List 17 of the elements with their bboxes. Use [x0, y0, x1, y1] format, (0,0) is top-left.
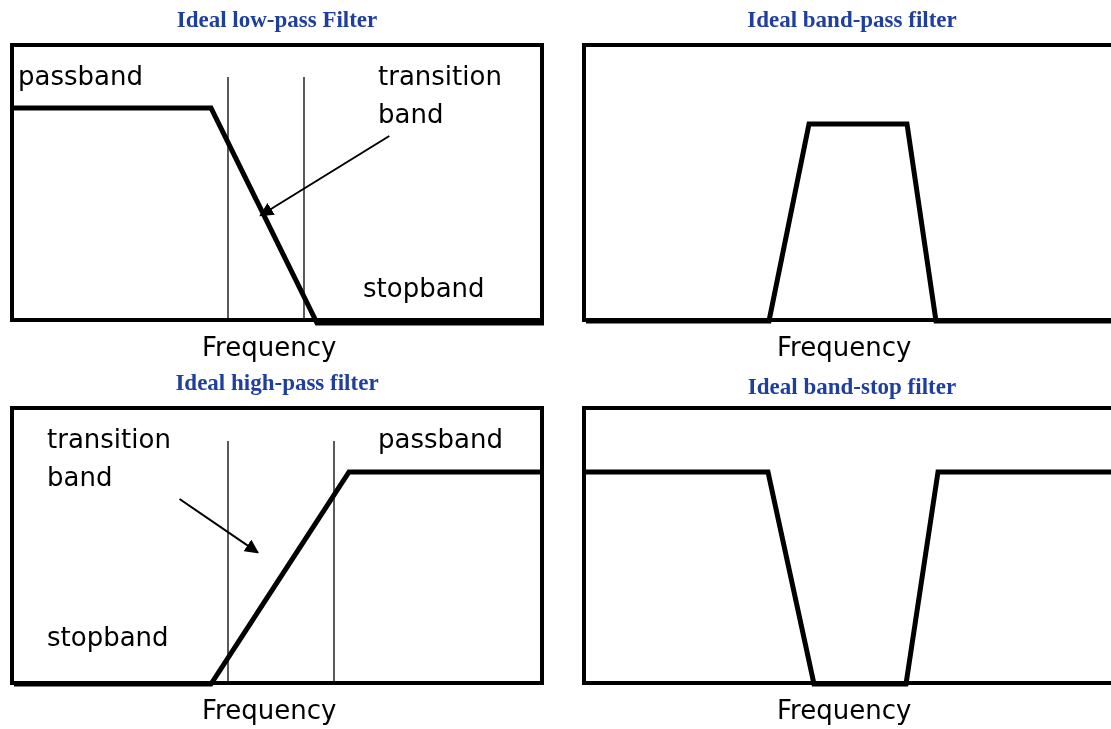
axis-label: Frequency [202, 332, 337, 362]
region-label: passband [378, 423, 503, 456]
axis-label: Frequency [777, 332, 912, 362]
leader-arrow [259, 135, 391, 217]
axis-label: Frequency [777, 695, 912, 725]
callout-text: transition band [47, 420, 197, 496]
plot-title: Ideal high-pass filter [174, 370, 380, 396]
region-label: stopband [363, 272, 485, 305]
plot-title: Ideal band-pass filter [746, 7, 958, 33]
axis-label: Frequency [202, 695, 337, 725]
region-label: passband [18, 60, 143, 93]
plot-title: Ideal low-pass Filter [175, 7, 379, 33]
response-curve [14, 105, 544, 326]
leader-arrow [178, 498, 259, 554]
callout-text: transition band [378, 57, 528, 133]
plot-title: Ideal band-stop filter [746, 374, 958, 400]
region-label: stopband [47, 621, 169, 654]
